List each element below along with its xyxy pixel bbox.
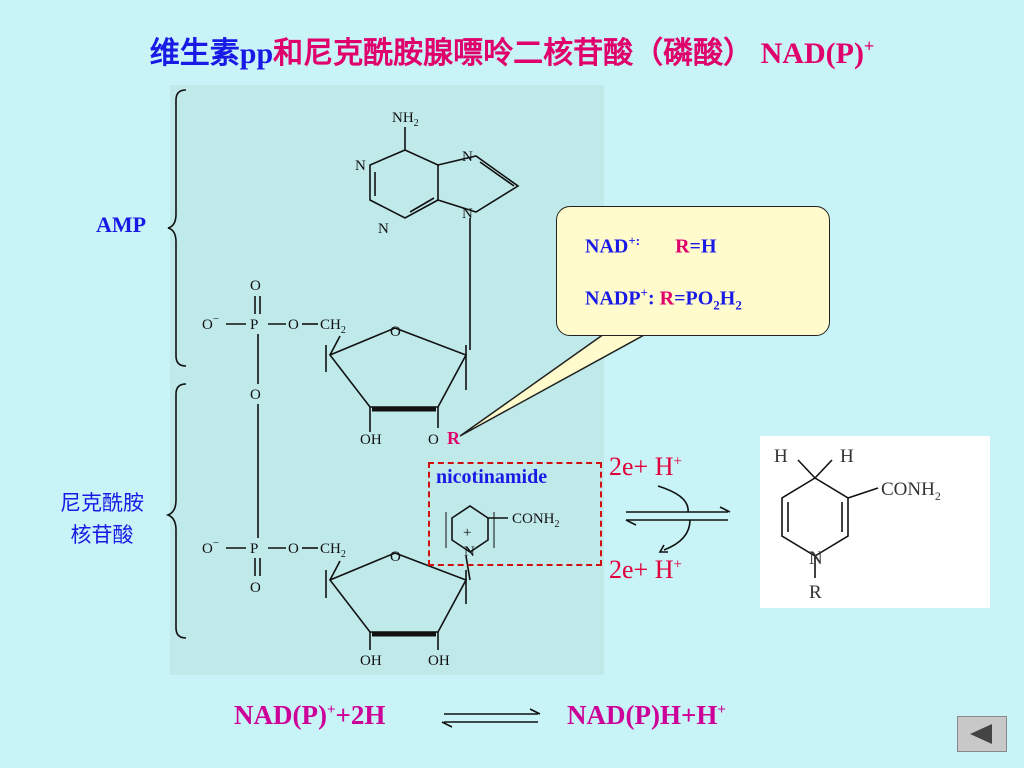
title-nadp: NAD(P)+ xyxy=(760,36,875,70)
bottom-equilibrium-arrows xyxy=(441,708,541,728)
ribose2-o: O xyxy=(390,549,401,565)
pyridinium-plus: + xyxy=(463,525,471,541)
triangle-left-icon xyxy=(970,724,992,744)
reduced-ring-drawing: H H CONH2 N R xyxy=(774,446,941,603)
amp-label: AMP xyxy=(96,212,147,237)
callout-pointer xyxy=(459,333,647,437)
adenine-n1: N xyxy=(355,158,366,174)
ribose1-o-r: O xyxy=(428,432,439,448)
title-vitamin: 维生素 xyxy=(149,37,240,70)
nicotinamide-highlight-box xyxy=(428,462,602,566)
bottom-eq-left: NAD(P)++2H xyxy=(234,700,386,730)
adenine-ring xyxy=(369,149,439,219)
nmn-brace xyxy=(165,383,187,639)
slide-title: 维生素pp和尼克酰胺腺嘌呤二核苷酸（磷酸） NAD(P)+ xyxy=(0,28,1024,72)
ribose2-oh-right: OH xyxy=(428,653,450,669)
p1-o-minus: O− xyxy=(202,313,219,333)
nmn-label: 尼克酰胺 核苷酸 xyxy=(42,487,162,551)
reduction-label: 2e+ H+ xyxy=(609,452,682,481)
product-h-left: H xyxy=(774,446,788,467)
ribose1-o: O xyxy=(390,324,401,340)
title-pp: pp xyxy=(239,37,274,70)
p2-o-minus: O− xyxy=(202,537,219,557)
redox-equilibrium-arrows xyxy=(625,485,731,553)
previous-slide-button[interactable] xyxy=(957,716,1007,752)
amp-brace xyxy=(167,89,187,367)
adenine-n7: N xyxy=(462,149,473,165)
bottom-eq-right: NAD(P)H+H+ xyxy=(567,700,726,730)
oxidation-label: 2e+ H+ xyxy=(609,555,682,584)
ribose1-oh: OH xyxy=(360,432,382,448)
nmn-label-line1: 尼克酰胺 xyxy=(60,491,144,515)
p2-bottom-o: O xyxy=(250,580,261,596)
ribose-ring-2 xyxy=(328,552,468,633)
r-group-label: R xyxy=(447,428,460,448)
p2-atom: P xyxy=(250,541,258,557)
product-r: R xyxy=(809,582,822,603)
title-compound-name: 和尼克酰胺腺嘌呤二核苷酸（磷酸） xyxy=(273,37,754,70)
product-n: N xyxy=(809,548,823,569)
adenine-n9: N xyxy=(462,206,473,222)
nicotinamide-label: nicotinamide xyxy=(436,466,548,488)
r-group-callout: NAD+: R=H NADP+: R=PO2H2 xyxy=(556,206,830,336)
nh2-label: NH2 xyxy=(392,110,419,129)
p2-ester-o: O xyxy=(288,541,299,557)
p1-atom: P xyxy=(250,317,258,333)
conh2-label: CONH2 xyxy=(512,511,560,530)
ribose2-oh-left: OH xyxy=(360,653,382,669)
ch2-label-1: CH2 xyxy=(320,317,346,336)
adenine-n3: N xyxy=(378,221,389,237)
pyridinium-ring xyxy=(451,505,489,553)
callout-nad-row: NAD+: R=H xyxy=(585,233,717,258)
p1-ester-o: O xyxy=(288,317,299,333)
product-conh2: CONH2 xyxy=(881,479,941,503)
callout-nadp-row: NADP+: R=PO2H2 xyxy=(585,285,742,313)
bridge-o: O xyxy=(250,387,261,403)
product-h-right: H xyxy=(840,446,854,467)
p1-top-o: O xyxy=(250,278,261,294)
ch2-label-2: CH2 xyxy=(320,541,346,560)
ribose-ring-1 xyxy=(328,327,468,408)
pyridinium-n: N xyxy=(464,544,475,560)
structure-panel xyxy=(170,85,604,675)
reduced-nicotinamide-structure: H H CONH2 N R xyxy=(760,436,990,608)
nmn-label-line2: 核苷酸 xyxy=(70,523,134,547)
